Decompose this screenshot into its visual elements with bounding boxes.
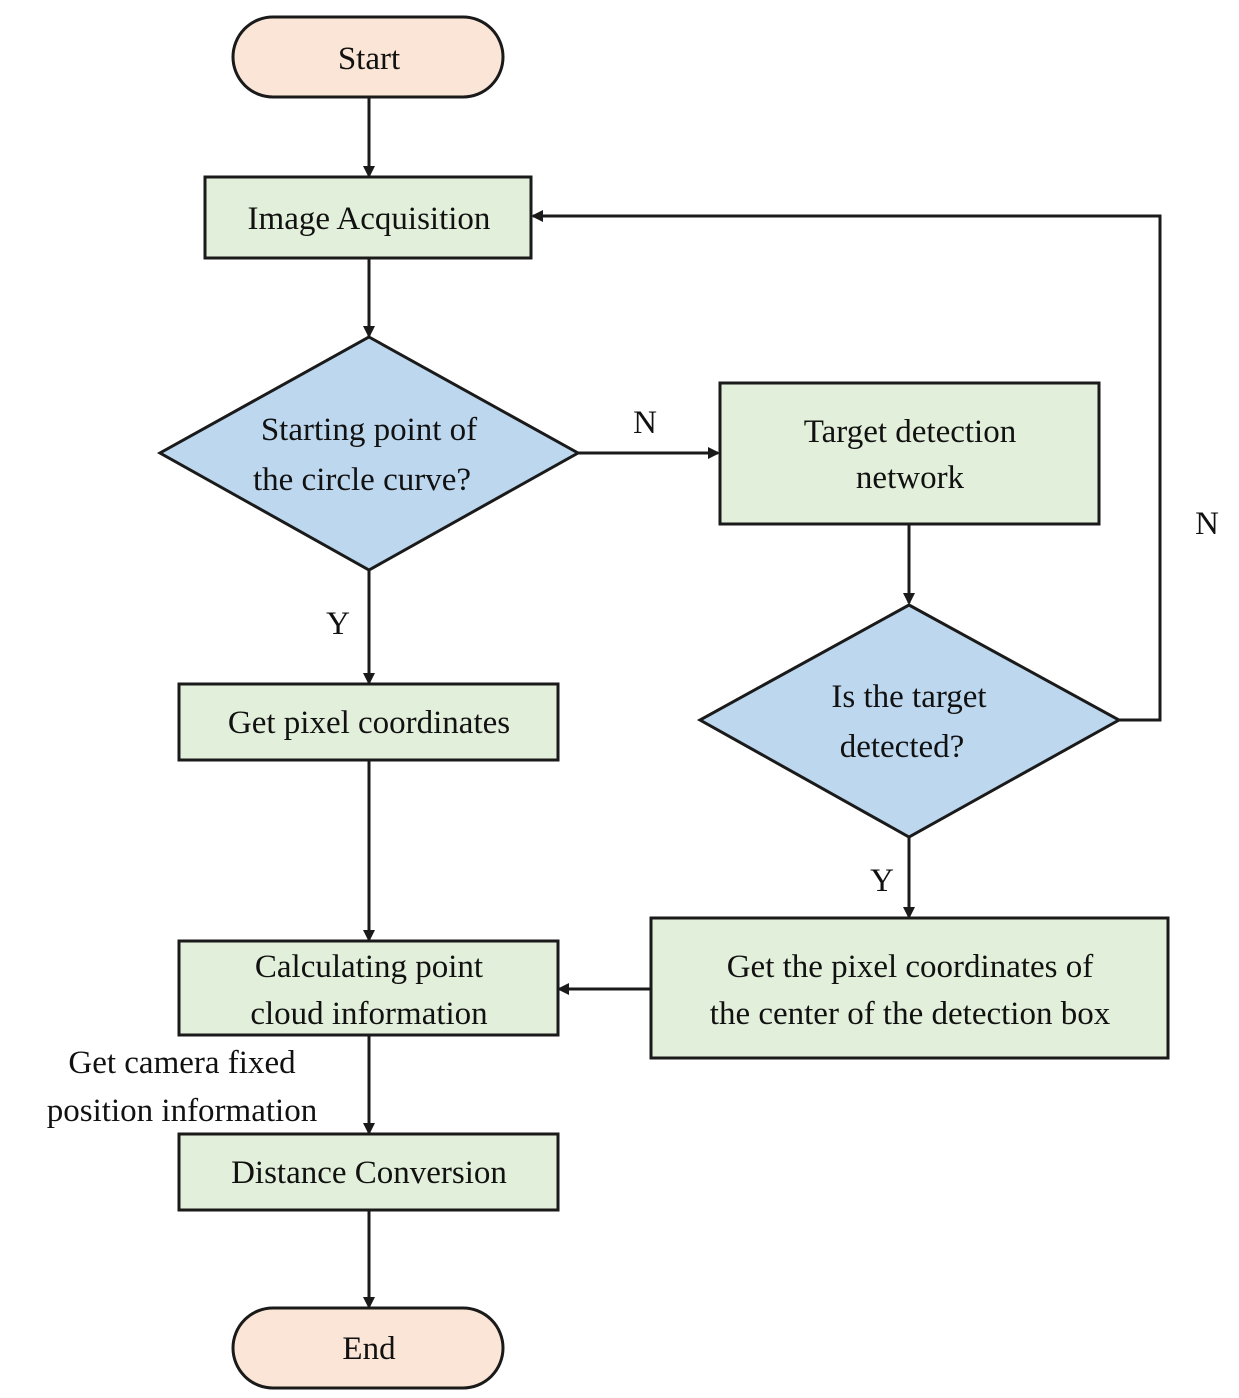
point-cloud-line1: Calculating point xyxy=(255,949,483,985)
edge-label-n-detection: N xyxy=(633,405,657,441)
center-coordinates-line1: Get the pixel coordinates of xyxy=(727,949,1094,985)
edge-loop-back-to-acquisition xyxy=(531,210,1162,722)
target-detected-decision xyxy=(696,603,1123,839)
point-cloud-line2: cloud information xyxy=(250,996,487,1032)
end-terminal xyxy=(231,1306,505,1390)
target-detected-question-line2: detected? xyxy=(840,729,965,765)
get-pixel-coordinates-label: Get pixel coordinates xyxy=(228,705,510,741)
point-cloud-box xyxy=(177,939,560,1037)
distance-conversion-label: Distance Conversion xyxy=(231,1155,507,1191)
center-coordinates-box xyxy=(649,916,1170,1060)
target-detection-line1: Target detection xyxy=(804,414,1016,450)
start-terminal xyxy=(231,15,505,99)
target-detection-line2: network xyxy=(856,460,965,496)
start-label: Start xyxy=(338,41,400,77)
start-point-decision xyxy=(156,335,582,572)
edge-label-y-pixel: Y xyxy=(326,606,350,642)
camera-info-line2: position information xyxy=(47,1093,317,1129)
camera-info-line1: Get camera fixed xyxy=(68,1045,296,1081)
image-acquisition-label: Image Acquisition xyxy=(248,201,491,237)
image-acquisition-box xyxy=(203,175,533,260)
start-point-question-line1: Starting point of xyxy=(261,412,477,448)
edge-label-n-loop: N xyxy=(1195,506,1219,542)
start-point-question-line2: the circle curve? xyxy=(253,462,471,498)
end-label: End xyxy=(342,1331,396,1367)
get-pixel-coordinates-box xyxy=(177,682,560,762)
edge-label-y-center: Y xyxy=(870,863,894,899)
center-coordinates-line2: the center of the detection box xyxy=(710,996,1111,1032)
target-detected-question-line1: Is the target xyxy=(831,679,986,715)
distance-conversion-box xyxy=(177,1132,560,1212)
target-detection-box xyxy=(718,381,1101,526)
